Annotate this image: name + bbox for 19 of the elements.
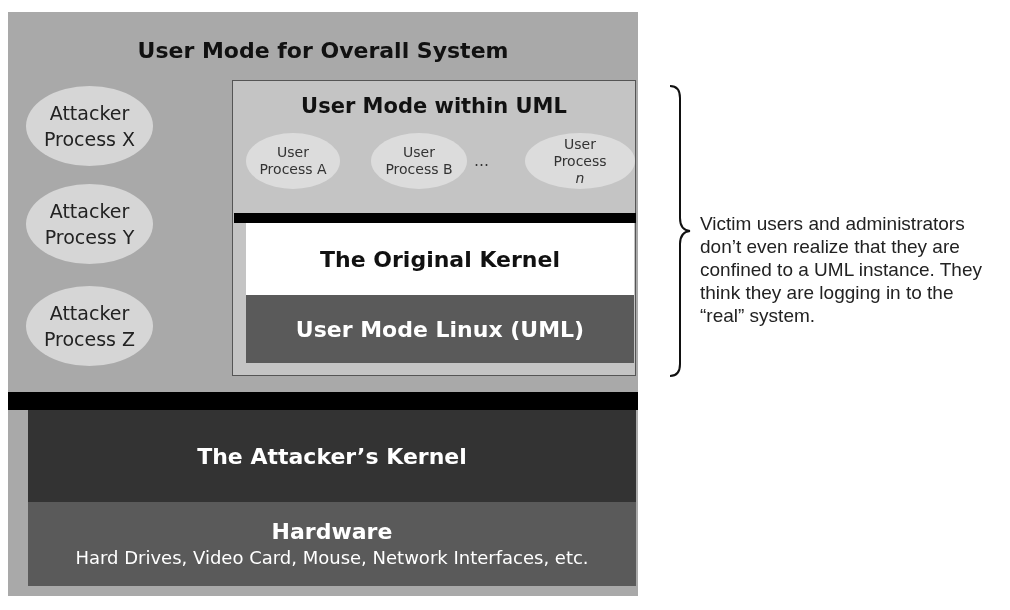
kernel-layer-box: The Attacker’s Kernel xyxy=(28,410,636,502)
description: Hard Drives, Video Card, Mouse, Network Interfaces, etc. xyxy=(75,546,589,570)
process-ellipse: User Process B xyxy=(371,133,467,189)
hardware-layer-box xyxy=(28,502,636,586)
heading: Hardware xyxy=(271,518,393,546)
uml-layer-box: User Mode Linux (UML) xyxy=(246,295,634,363)
uml-user-mode-box xyxy=(232,80,636,376)
heading: User Mode within UML xyxy=(301,93,567,120)
ellipsis: … xyxy=(474,151,489,172)
separator-bar xyxy=(8,392,638,410)
kernel-box: The Original Kernel xyxy=(246,223,634,295)
heading: User Mode for Overall System xyxy=(137,37,509,65)
process-ellipse: User Process A xyxy=(246,133,340,189)
separator-bar xyxy=(234,213,636,223)
process-ellipse: Attacker Process X xyxy=(26,86,153,166)
process-ellipse: Attacker Process Z xyxy=(26,286,153,366)
process-ellipse: User Process n xyxy=(525,133,635,189)
annotation-text: Victim users and administrators don’t even realize that they are confined to a UML instance. They think they are logging in to the “real” system. xyxy=(700,212,983,327)
process-ellipse: Attacker Process Y xyxy=(26,184,153,264)
